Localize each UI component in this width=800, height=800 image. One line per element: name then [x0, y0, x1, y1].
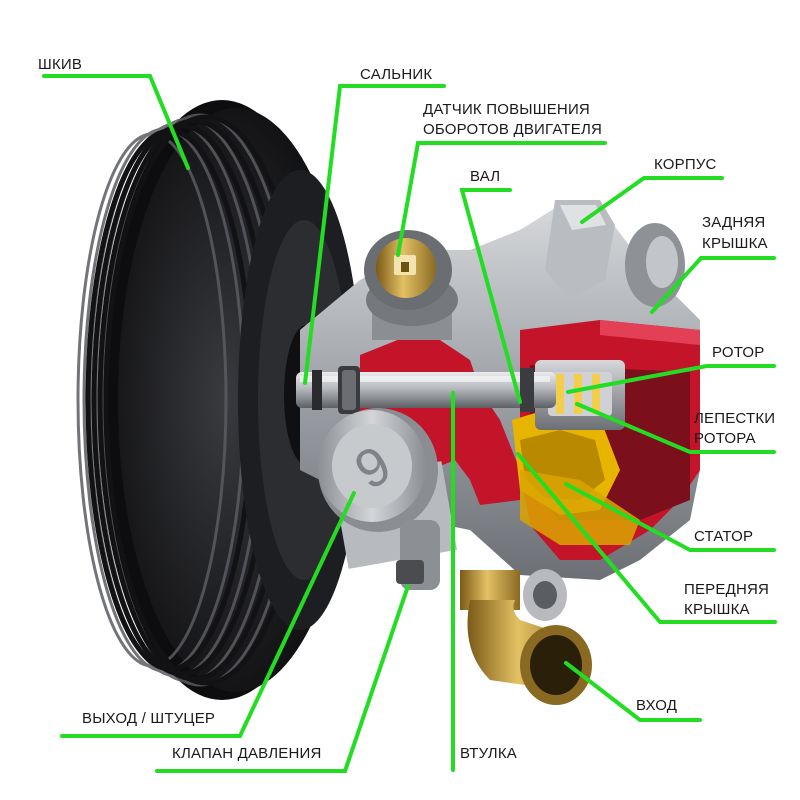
- label-rotor-vanes-line2: РОТОРА: [694, 430, 756, 447]
- label-outlet: ВЫХОД / ШТУЦЕР: [82, 710, 216, 727]
- label-rpm-sensor-line1: ДАТЧИК ПОВЫШЕНИЯ: [423, 101, 590, 118]
- label-stator: СТАТОР: [694, 528, 754, 545]
- pulley-part: [76, 100, 362, 700]
- leader-rpm-sensor: [396, 141, 607, 257]
- label-body: КОРПУС: [654, 156, 717, 173]
- label-shaft: ВАЛ: [470, 168, 501, 185]
- leader-shaft: [459, 188, 522, 404]
- leader-front-cover: [516, 452, 777, 624]
- leader-pressure-valve: [155, 584, 410, 773]
- inlet-fitting-part: [460, 569, 592, 705]
- leader-rotor: [566, 364, 776, 394]
- leader-outlet: [60, 491, 356, 738]
- label-bushing: ВТУЛКА: [460, 745, 517, 762]
- label-front-cover-line2: КРЫШКА: [684, 601, 750, 618]
- outlet-fitting-part: 9: [318, 408, 457, 590]
- label-front-cover-line1: ПЕРЕДНЯЯ: [684, 581, 770, 598]
- leader-lines: [42, 74, 777, 773]
- label-rear-cover-line2: КРЫШКА: [702, 235, 768, 252]
- label-rotor: РОТОР: [712, 344, 765, 361]
- label-pressure-valve: КЛАПАН ДАВЛЕНИЯ: [172, 745, 322, 762]
- leader-body: [580, 176, 724, 224]
- label-rpm-sensor-line2: ОБОРОТОВ ДВИГАТЕЛЯ: [423, 121, 603, 138]
- leader-rear-cover: [650, 256, 776, 314]
- leader-rotor-vanes: [575, 402, 776, 454]
- rpm-sensor-part: [364, 230, 458, 340]
- label-oil-seal: САЛЬНИК: [360, 66, 433, 83]
- leader-stator: [564, 482, 776, 552]
- leader-oil-seal: [303, 84, 446, 385]
- label-rear-cover-line1: ЗАДНЯЯ: [702, 214, 766, 231]
- label-rotor-vanes-line1: ЛЕПЕСТКИ: [694, 410, 776, 427]
- leader-inlet: [564, 661, 702, 722]
- shaft-part: [296, 366, 556, 414]
- label-pulley: ШКИВ: [38, 56, 83, 73]
- label-inlet: ВХОД: [636, 697, 678, 714]
- leader-pulley: [42, 74, 190, 170]
